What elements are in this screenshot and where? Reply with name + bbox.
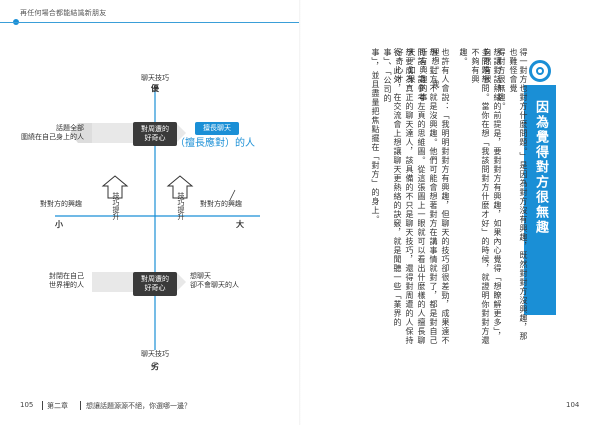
bottom-grade: 劣	[151, 362, 159, 371]
section-heading-box	[524, 85, 556, 315]
closed-world-text: 封閉在自己 世界裡的人	[49, 272, 84, 289]
body-column: 想讓對話熱絡的前提是，要對對方有興趣，如果內心覺得「想瞭解更多」，自然有很	[483, 48, 502, 341]
running-head: 再任何場合都能結識新朋友	[20, 9, 107, 17]
body-column: 得對方很無趣。	[497, 48, 506, 111]
top-grade: 優	[151, 84, 159, 93]
section-heading: 因為覺得對方很無趣	[533, 100, 548, 235]
right-interest-label: 對對方的興趣	[200, 200, 242, 208]
body-column: 問話，請參考左頁的思維圖。從這張圖上一眼就可以看出什麼樣的人擅長聊天。如果	[407, 48, 426, 345]
top-axis-label: 聊天技巧	[141, 74, 169, 82]
body-column: 事」，並且盡量把焦點擺在「對方」的身上。	[371, 48, 380, 224]
curiosity-pill-top: 對周遭的 好奇心	[133, 122, 177, 146]
diagram-axes	[55, 90, 260, 350]
left-interest-label: 對對方的興趣	[40, 200, 82, 208]
header-rule	[0, 22, 300, 23]
chapter-title: 想讓話題源源不絕，你選哪一邊？	[86, 402, 191, 410]
good-responder-text: （擅長應對）的人	[175, 138, 255, 149]
left-small-label: 小	[55, 220, 63, 229]
footer-divider	[42, 401, 43, 410]
curiosity-pill-bottom: 對周遭的 好奇心	[133, 272, 177, 296]
page-spine	[299, 0, 301, 425]
chat-skill-diagram: 聊天技巧 優 話題全部 圍繞在自己身上的人 對周遭的 好奇心 擅長聊天 （擅長應…	[21, 74, 260, 371]
body-column: 想，對方不就是沒興趣。他們可能會想著對方在講事情就對了，都是對自己所有興趣的事	[419, 48, 438, 345]
skill-up-right: 技巧提升	[177, 192, 185, 220]
body-column: 也許有人會說：「我明明對對方有興趣，但聊天的技巧卻很差勁，成果遠不理想。」我	[431, 48, 450, 345]
good-talker-pill: 擅長聊天	[195, 122, 239, 135]
footer-divider	[80, 401, 81, 410]
arrow-left-top	[70, 123, 92, 143]
body-column: 想要成為真正的聊天達人，該具備的不只是聊天技巧，還得對周遭的人保持好奇心才	[395, 48, 414, 345]
wants-talk-text: 想聊天 卻不會聊天的人	[190, 272, 239, 289]
body-column: 行。此外，在交流會上想讓聊天更熱絡的訣竅，就是聞聽一些「業界的事」、「公司的	[383, 48, 402, 327]
body-column: 趣。	[459, 48, 468, 66]
bottom-axis-label: 聊天技巧	[141, 350, 169, 358]
self-centered-text: 話題全部 圍繞在自己身上的人	[21, 124, 84, 141]
right-big-label: 大	[236, 220, 244, 229]
body-column: 得一對方也對方什麼問題。」是因為對方沒有興趣，既然對對方沒興趣，那也難怪會覺	[509, 48, 528, 341]
left-page-number: 105	[20, 401, 34, 409]
skill-up-left: 技巧提升	[112, 192, 120, 220]
target-icon	[529, 60, 551, 82]
up-arrow-left	[101, 175, 129, 199]
right-page-number: 104	[566, 401, 580, 409]
up-arrow-right	[166, 175, 194, 199]
body-column: 多問題想問。當你在想「我該問對方什麼才好」的時候，就證明你對對方還不夠有興	[471, 48, 490, 345]
chapter-label: 第二章	[47, 402, 68, 410]
